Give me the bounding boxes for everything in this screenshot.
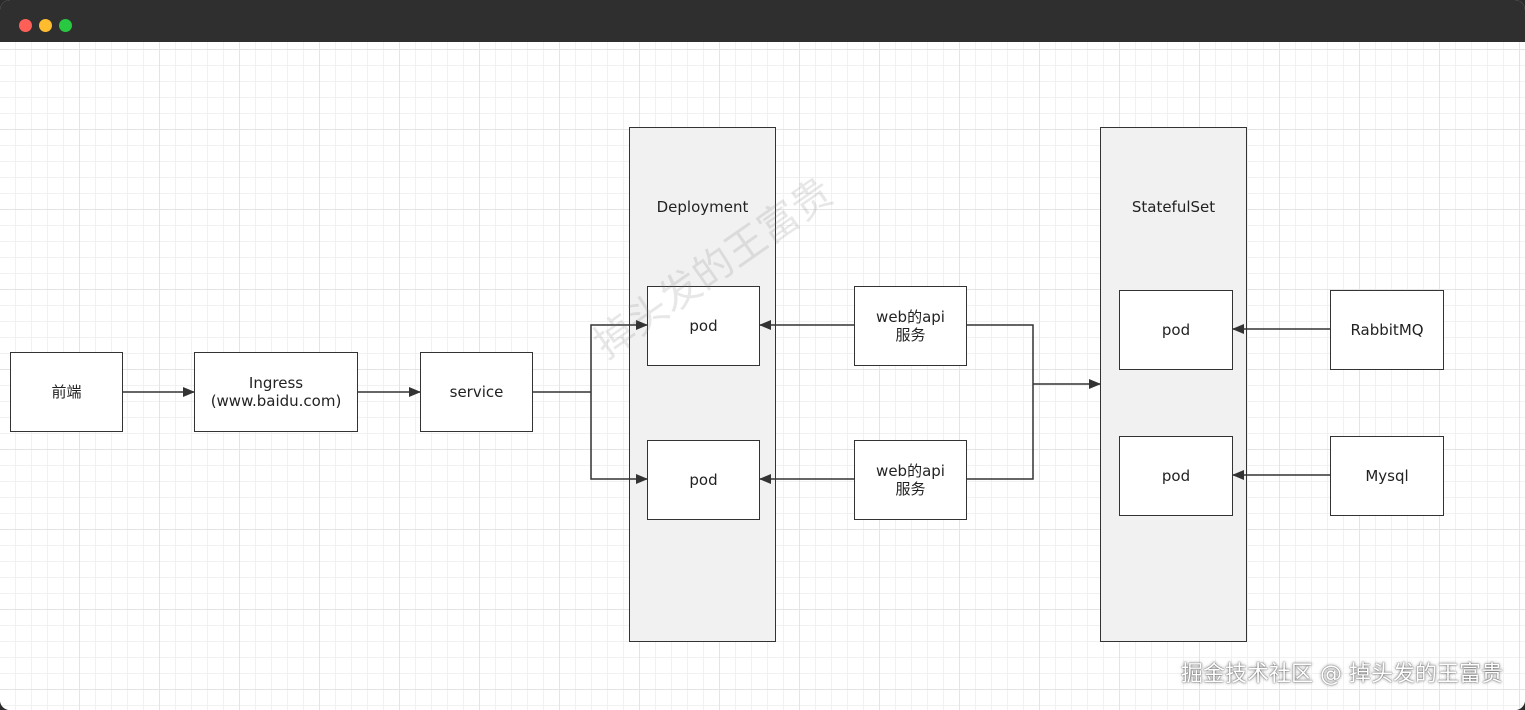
zoom-window-button[interactable] <box>59 19 72 32</box>
service-node: service <box>420 352 533 432</box>
edge-service-to-pod-1 <box>590 320 648 392</box>
title-bar <box>0 0 1525 42</box>
web-api-node-2: web的api服务 <box>854 440 967 520</box>
minimize-window-button[interactable] <box>39 19 52 32</box>
rabbitmq-node: RabbitMQ <box>1330 290 1444 370</box>
diagram-edges <box>123 320 1330 484</box>
service-label: service <box>449 383 504 401</box>
web-api-2-label: web的api服务 <box>876 462 945 498</box>
web-api-1-label: web的api服务 <box>876 308 945 344</box>
deployment-pod-1-label: pod <box>689 317 718 335</box>
close-window-button[interactable] <box>19 19 32 32</box>
ingress-label: Ingress <box>248 374 304 392</box>
diagram-canvas: Deployment StatefulSet <box>0 42 1525 710</box>
edge-service-to-pod-2 <box>590 392 648 484</box>
frontend-node: 前端 <box>10 352 123 432</box>
web-api-node-1: web的api服务 <box>854 286 967 366</box>
statefulset-pod-1: pod <box>1119 290 1233 370</box>
ingress-node: Ingress (www.baidu.com) <box>194 352 358 432</box>
deployment-pod-1: pod <box>647 286 760 366</box>
ingress-host: (www.baidu.com) <box>210 392 342 410</box>
mysql-label: Mysql <box>1365 467 1409 485</box>
statefulset-pod-2-label: pod <box>1161 467 1191 485</box>
deployment-container: Deployment <box>629 127 776 642</box>
frontend-label: 前端 <box>51 383 82 401</box>
credit-watermark: 掘金技术社区 @ 掉头发的王富贵 <box>1181 662 1503 687</box>
deployment-pod-2: pod <box>647 440 760 520</box>
statefulset-pod-2: pod <box>1119 436 1233 516</box>
mysql-node: Mysql <box>1330 436 1444 516</box>
statefulset-label: StatefulSet <box>1131 198 1216 216</box>
deployment-label: Deployment <box>656 198 749 216</box>
deployment-pod-2-label: pod <box>689 471 718 489</box>
edge-webapi1-to-statefulset <box>967 324 1034 384</box>
edge-webapi2-to-statefulset <box>967 384 1034 480</box>
statefulset-pod-1-label: pod <box>1161 321 1191 339</box>
rabbitmq-label: RabbitMQ <box>1350 321 1424 339</box>
